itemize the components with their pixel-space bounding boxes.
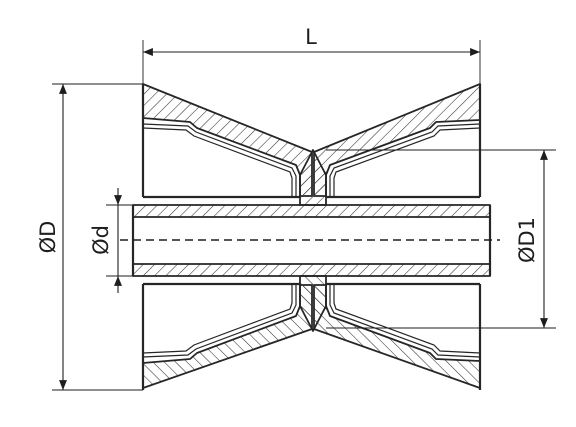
outer-diameter-label: ØD <box>36 221 60 254</box>
bore-sleeve <box>120 204 500 277</box>
upper-left-wall <box>142 83 313 197</box>
length-label: L <box>305 25 317 49</box>
bore-diameter-label: Ød <box>89 225 113 255</box>
upper-web <box>299 149 327 206</box>
upper-right-wall <box>313 83 481 197</box>
sleeve-top-wall <box>132 204 491 218</box>
length-dimension: L <box>142 25 481 84</box>
roller-upper-section <box>142 83 481 206</box>
inner-diameter-dimension: ØD1 <box>326 149 556 329</box>
outer-diameter-dimension: ØD <box>36 83 143 391</box>
inner-diameter-label: ØD1 <box>515 217 539 263</box>
upper-left-groove <box>142 123 297 196</box>
bore-diameter-dimension: Ød <box>89 188 133 293</box>
roller-lower-section <box>142 275 481 389</box>
sleeve-bottom-wall <box>132 263 491 277</box>
